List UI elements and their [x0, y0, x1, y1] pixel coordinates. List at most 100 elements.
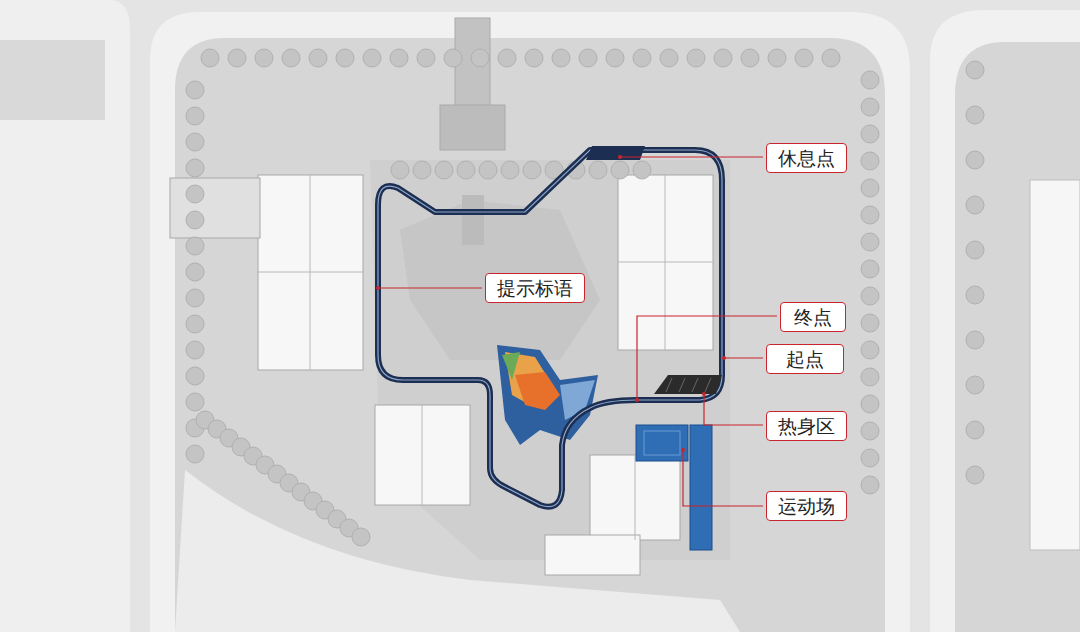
tree	[186, 341, 204, 359]
lawn	[400, 200, 600, 360]
tree	[861, 125, 879, 143]
callout-label: 休息点	[766, 143, 847, 173]
tree	[282, 49, 300, 67]
tree	[186, 367, 204, 385]
tree	[390, 49, 408, 67]
block	[0, 40, 105, 120]
sports-strip	[690, 425, 712, 550]
tree	[457, 161, 475, 179]
tree	[525, 49, 543, 67]
leader-dot	[681, 448, 685, 452]
tree	[444, 49, 462, 67]
tree	[391, 161, 409, 179]
tree	[687, 49, 705, 67]
warm-up-area	[654, 375, 722, 394]
leader-line	[724, 357, 763, 358]
callout-label: 起点	[766, 344, 844, 374]
building	[258, 175, 363, 370]
tree	[186, 445, 204, 463]
leader-dot	[702, 392, 706, 396]
callout-label: 提示标语	[485, 273, 585, 303]
tree	[861, 368, 879, 386]
road	[0, 0, 130, 632]
callout-text: 提示标语	[496, 276, 574, 300]
tree	[966, 151, 984, 169]
tree	[413, 161, 431, 179]
courtyard	[370, 160, 730, 560]
leader-line	[378, 287, 482, 288]
entry-plaza	[440, 105, 505, 150]
tree	[861, 206, 879, 224]
building	[618, 175, 713, 350]
path	[462, 195, 484, 245]
leader-dot	[635, 398, 639, 402]
tree	[861, 260, 879, 278]
tree	[861, 395, 879, 413]
sports-court	[636, 425, 688, 461]
tree	[966, 331, 984, 349]
site	[955, 42, 1080, 632]
tree	[201, 49, 219, 67]
tree	[861, 179, 879, 197]
tree	[741, 49, 759, 67]
tree	[498, 49, 516, 67]
tree	[186, 263, 204, 281]
building	[590, 455, 680, 540]
tree	[552, 49, 570, 67]
callout-label: 热身区	[766, 411, 847, 441]
tree	[417, 49, 435, 67]
tree	[966, 241, 984, 259]
tree	[966, 286, 984, 304]
tree	[795, 49, 813, 67]
tree	[861, 314, 879, 332]
tree	[861, 287, 879, 305]
tree	[186, 133, 204, 151]
tree	[768, 49, 786, 67]
tree	[861, 152, 879, 170]
tree	[861, 341, 879, 359]
tree	[186, 393, 204, 411]
building	[375, 405, 470, 505]
tree	[633, 49, 651, 67]
road	[930, 10, 1080, 632]
tree	[660, 49, 678, 67]
track-lane	[378, 150, 722, 507]
sports-court	[644, 431, 680, 455]
tree	[255, 49, 273, 67]
play-area	[502, 352, 520, 380]
tree	[523, 161, 541, 179]
tree	[611, 161, 629, 179]
tree	[186, 289, 204, 307]
tree	[186, 211, 204, 229]
callout-text: 热身区	[777, 414, 836, 438]
callout-text: 终点	[791, 305, 835, 329]
leader-line	[637, 316, 777, 400]
leader-dot	[722, 356, 726, 360]
tree	[861, 233, 879, 251]
tree	[186, 159, 204, 177]
building	[545, 535, 640, 575]
tree	[861, 449, 879, 467]
tree	[589, 161, 607, 179]
site	[175, 38, 885, 632]
callout-text: 休息点	[777, 146, 836, 170]
tree	[633, 161, 651, 179]
tree	[471, 49, 489, 67]
tree	[479, 161, 497, 179]
leader-line	[683, 450, 763, 506]
rest-point	[586, 146, 645, 160]
play-area	[497, 345, 598, 445]
road	[150, 12, 910, 632]
running-track	[378, 150, 722, 507]
trees	[186, 49, 984, 546]
tree	[966, 466, 984, 484]
building	[170, 178, 260, 238]
tree	[186, 237, 204, 255]
leader-dot	[376, 286, 380, 290]
tree	[352, 528, 370, 546]
tree	[966, 421, 984, 439]
tree	[309, 49, 327, 67]
leader-line	[620, 156, 763, 157]
leader-line	[704, 394, 763, 425]
tree	[501, 161, 519, 179]
